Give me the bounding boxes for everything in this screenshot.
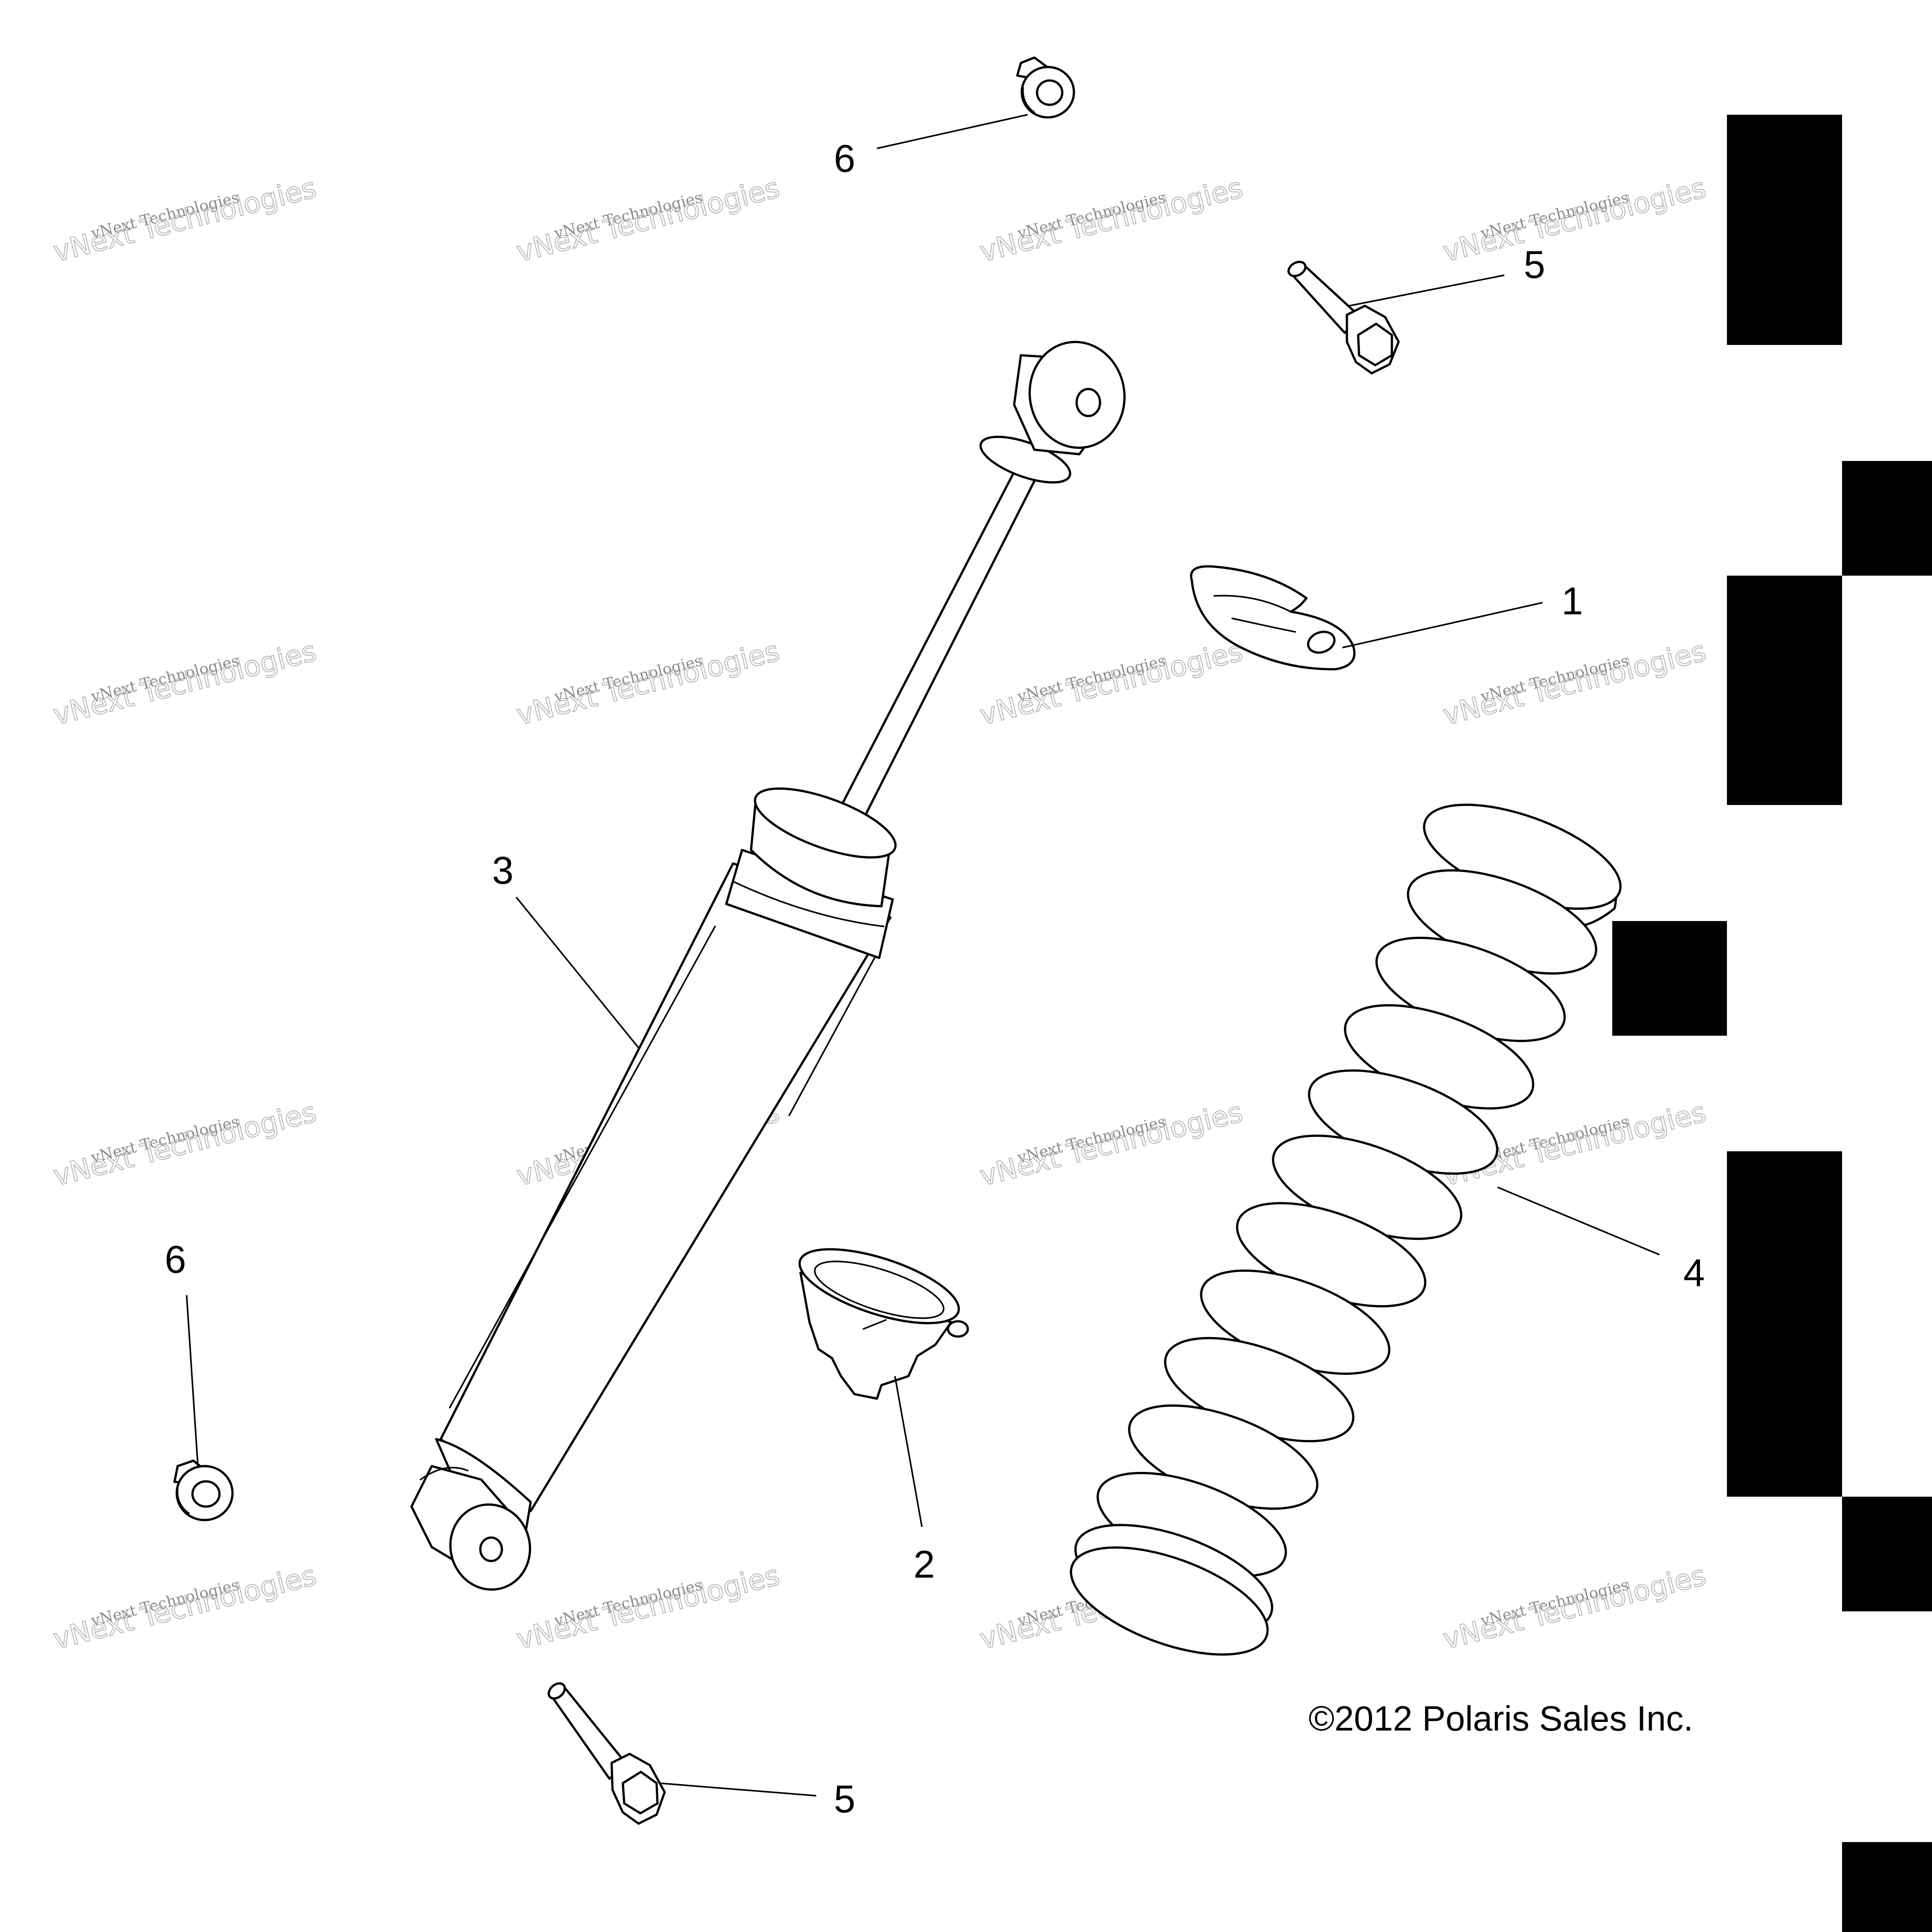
index-tab-1 <box>1727 115 1842 345</box>
leader-6-top <box>877 114 1028 149</box>
callout-5-bottom: 5 <box>834 1778 855 1821</box>
leader-3 <box>515 896 640 1049</box>
leader-2 <box>894 1376 923 1527</box>
leader-lines <box>186 114 1660 1797</box>
part-4-coil-spring <box>1069 803 1622 1656</box>
part-5-bolt-top <box>1287 260 1400 375</box>
part-1-spring-retainer <box>1190 565 1356 671</box>
index-tab-6 <box>1842 1497 1932 1611</box>
svg-text:vNext Technologies: vNext Technologies <box>513 171 783 268</box>
part-5-bolt-bottom <box>547 1682 666 1825</box>
svg-text:vNext Technologies: vNext Technologies <box>513 1559 783 1656</box>
copyright-notice: ©2012 Polaris Sales Inc. <box>1309 1699 1693 1738</box>
callout-4: 4 <box>1683 1252 1705 1295</box>
svg-text:vNext Technologies: vNext Technologies <box>50 1559 319 1656</box>
callout-2: 2 <box>913 1543 935 1586</box>
index-tab-4 <box>1612 921 1727 1036</box>
svg-text:vNext Technologies: vNext Technologies <box>976 1096 1246 1193</box>
svg-text:vNext Technologies: vNext Technologies <box>976 171 1246 268</box>
part-2-spring-seat <box>798 1248 969 1400</box>
index-tab-2 <box>1842 461 1932 576</box>
svg-text:vNext Technologies: vNext Technologies <box>513 635 783 732</box>
part-6-flange-nut-left <box>173 1459 234 1521</box>
index-tab-3 <box>1727 576 1842 805</box>
leader-5-top <box>1349 274 1505 307</box>
svg-text:vNext Technologies: vNext Technologies <box>1440 171 1709 268</box>
leader-1 <box>1342 602 1543 648</box>
part-3-shock-absorber <box>410 340 1126 1591</box>
callout-1: 1 <box>1561 580 1583 623</box>
callout-5-top: 5 <box>1524 243 1545 286</box>
callout-6-left: 6 <box>165 1238 186 1281</box>
leader-5-bottom <box>658 1782 817 1797</box>
index-tab-7 <box>1842 1842 1932 1932</box>
svg-text:vNext Technologies: vNext Technologies <box>50 635 319 732</box>
svg-text:vNext Technologies: vNext Technologies <box>1440 635 1709 732</box>
part-6-flange-nut-top <box>1016 56 1075 119</box>
svg-text:vNext Technologies: vNext Technologies <box>50 171 319 268</box>
index-tab-5 <box>1727 1151 1842 1497</box>
leader-6-left <box>186 1295 199 1467</box>
svg-text:vNext Technologies: vNext Technologies <box>1440 1559 1709 1656</box>
leader-4 <box>1497 1186 1660 1256</box>
svg-text:vNext Technologies: vNext Technologies <box>50 1096 319 1193</box>
callout-6-top: 6 <box>834 137 855 180</box>
callout-labels: 6 5 1 3 4 6 2 5 <box>165 137 1705 1821</box>
svg-text:vNext Technologies: vNext Technologies <box>976 635 1246 732</box>
callout-3: 3 <box>492 849 514 892</box>
edge-index-tabs <box>1612 115 1932 1932</box>
